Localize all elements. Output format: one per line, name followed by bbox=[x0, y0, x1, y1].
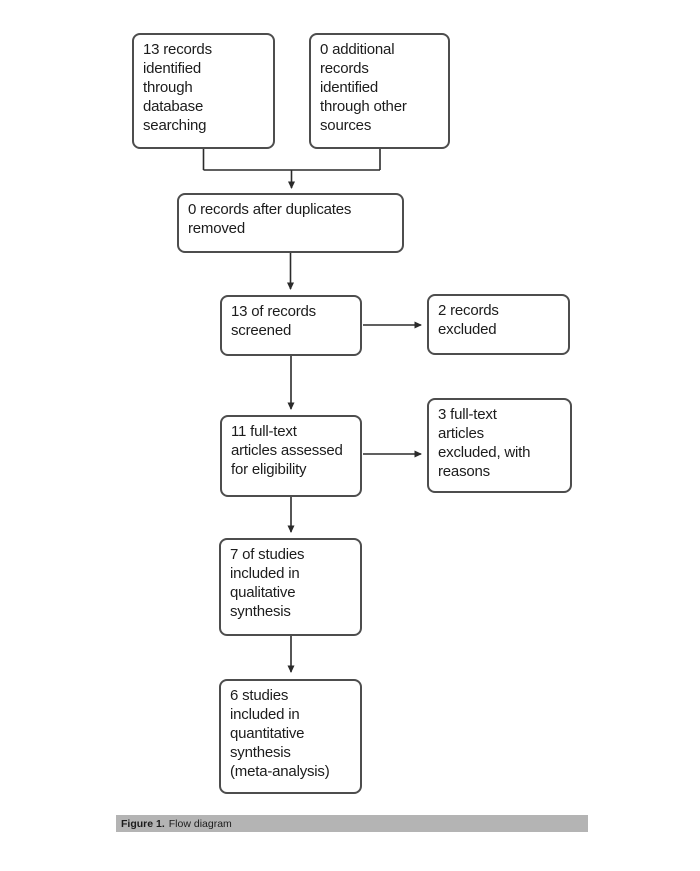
box-records-excluded: 2 records excluded bbox=[427, 294, 570, 355]
box-fulltext-excluded: 3 full-text articles excluded, with reas… bbox=[427, 398, 572, 493]
box-records-screened: 13 of records screened bbox=[220, 295, 362, 356]
box-qualitative-synthesis: 7 of studies included in qualitative syn… bbox=[219, 538, 362, 636]
box-quantitative-synthesis: 6 studies included in quantitative synth… bbox=[219, 679, 362, 794]
box-additional-records-other-sources: 0 additional records identified through … bbox=[309, 33, 450, 149]
figure-caption-text: Flow diagram bbox=[168, 817, 232, 830]
figure-caption-bar: Figure 1. Flow diagram bbox=[116, 815, 588, 832]
figure-caption-label: Figure 1. bbox=[121, 817, 165, 830]
box-records-identified-database: 13 records identified through database s… bbox=[132, 33, 275, 149]
box-fulltext-assessed: 11 full-text articles assessed for eligi… bbox=[220, 415, 362, 497]
box-records-after-duplicates-removed: 0 records after duplicates removed bbox=[177, 193, 404, 253]
